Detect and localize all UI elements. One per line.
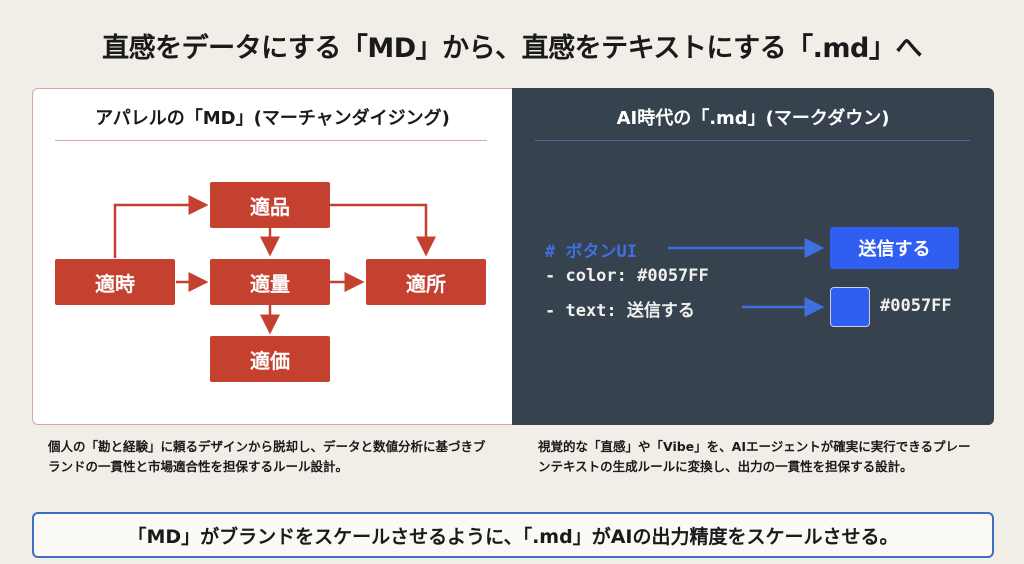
box-quantity: 適量: [210, 259, 330, 305]
summary-banner: 「MD」がブランドをスケールさせるように、「.md」がAIの出力精度をスケールさ…: [32, 512, 994, 558]
apparel-md-description: 個人の「勘と経験」に頼るデザインから脱却し、データと数値分析に基づきブランドの一…: [48, 439, 486, 474]
swatch-hex-label: #0057FF: [880, 296, 952, 316]
color-swatch: [830, 287, 870, 327]
box-product: 適品: [210, 182, 330, 228]
box-price: 適価: [210, 336, 330, 382]
code-text: - text: 送信する: [545, 301, 695, 321]
divider: [535, 140, 970, 141]
box-place: 適所: [366, 259, 486, 305]
code-color: - color: #0057FF: [545, 266, 709, 286]
apparel-md-heading: アパレルの「MD」(マーチャンダイジング): [95, 108, 450, 129]
ai-md-heading: AI時代の「.md」(マークダウン): [616, 108, 890, 129]
code-heading: # ボタンUI: [545, 242, 637, 262]
divider: [55, 140, 487, 141]
page-title: 直感をデータにする「MD」から、直感をテキストにする「.md」へ: [102, 33, 922, 64]
ai-md-description: 視覚的な「直感」や「Vibe」を、AIエージェントが確実に実行できるプレーンテキ…: [538, 439, 971, 474]
arrow-product-to-place: [330, 203, 436, 257]
box-time: 適時: [55, 259, 175, 305]
send-button-preview: 送信する: [830, 227, 959, 269]
arrow-time-to-product: [113, 195, 209, 258]
